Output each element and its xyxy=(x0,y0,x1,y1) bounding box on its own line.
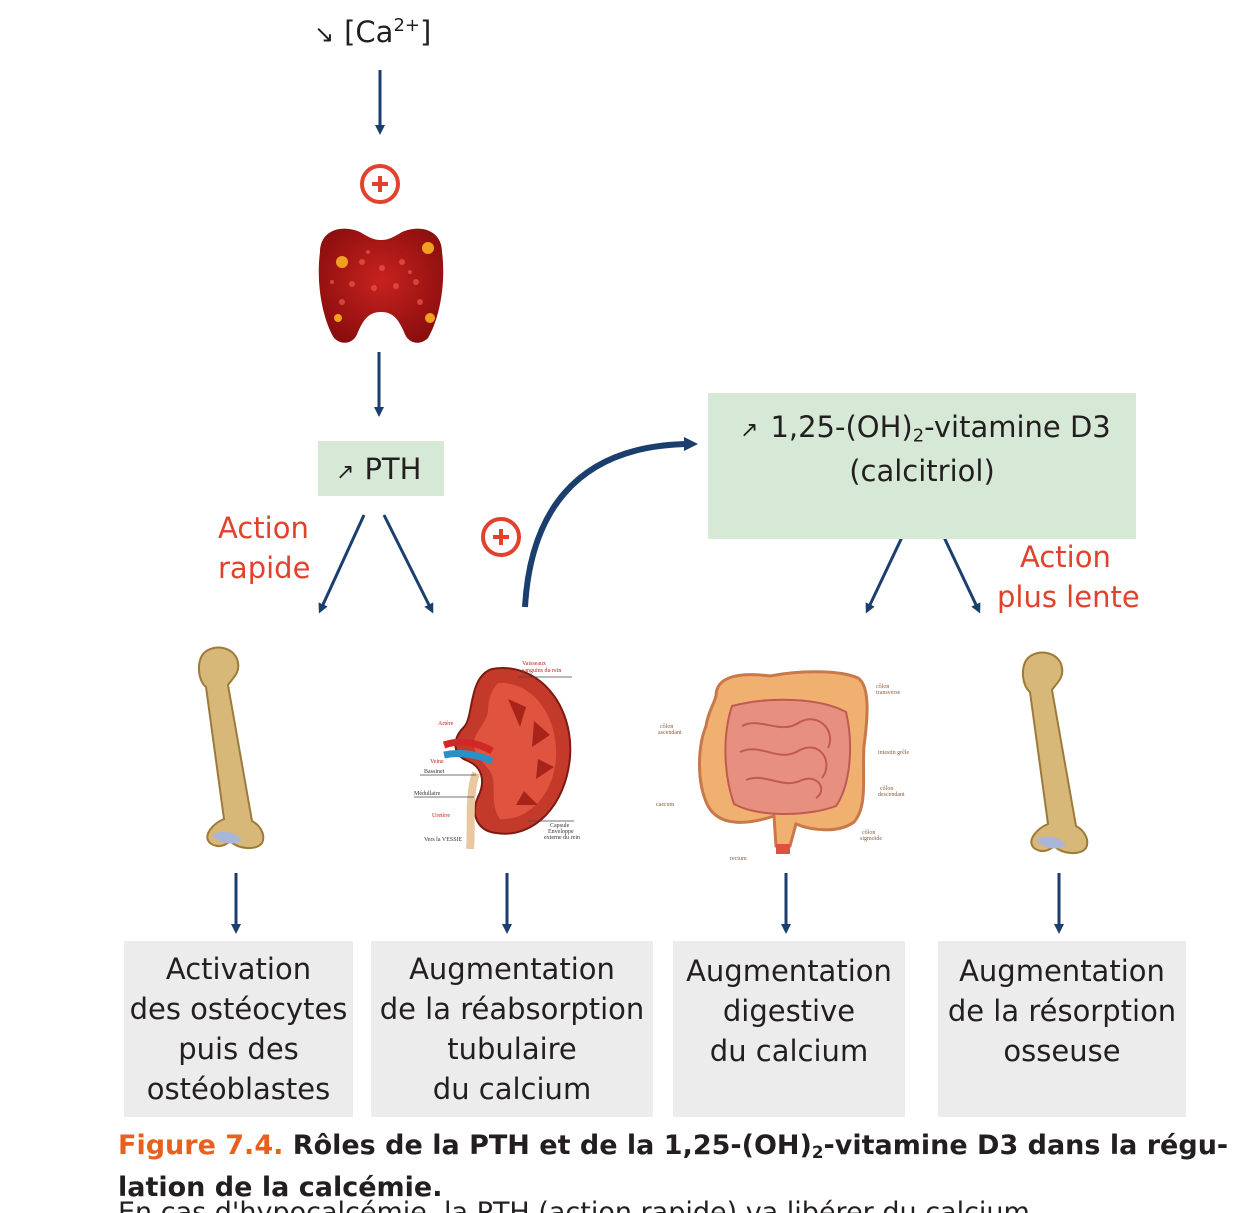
svg-text:transverse: transverse xyxy=(876,690,901,696)
action-rapide-line2: rapide xyxy=(218,551,311,585)
plus-kidney-stimulation-icon xyxy=(481,517,521,557)
svg-text:sigmoïde: sigmoïde xyxy=(860,836,882,842)
figure-caption: Figure 7.4. Rôles de la PTH et de la 1,2… xyxy=(118,1128,1228,1206)
caption-body-cutoff: En cas d'hypocalcémie, la PTH (action ra… xyxy=(118,1198,1208,1213)
svg-text:ascendant: ascendant xyxy=(658,730,682,736)
svg-text:sanguins du rein: sanguins du rein xyxy=(522,668,561,674)
svg-text:Uretère: Uretère xyxy=(432,813,450,819)
svg-text:descendant: descendant xyxy=(878,792,905,798)
svg-text:Vers la VESSIE: Vers la VESSIE xyxy=(424,837,463,843)
plus-stimulation-icon xyxy=(360,164,400,204)
arrow-kidney-to-vitd xyxy=(522,441,691,608)
outcome-digestive-absorption: Augmentation digestive du calcium xyxy=(673,941,905,1117)
svg-text:Veine: Veine xyxy=(430,759,444,765)
svg-text:Enveloppe: Enveloppe xyxy=(548,829,574,835)
svg-text:côlon: côlon xyxy=(876,684,889,690)
calcium-level-label: ↘[Ca2+] xyxy=(314,14,432,49)
femur-bone-image-left xyxy=(198,646,265,849)
svg-text:Vaisseaux: Vaisseaux xyxy=(522,661,546,667)
svg-text:Médullaire: Médullaire xyxy=(414,791,441,797)
increase-arrow-icon: ↗ xyxy=(336,460,355,485)
figure-number: Figure 7.4. xyxy=(118,1130,284,1161)
svg-text:côlon: côlon xyxy=(880,786,893,792)
svg-text:rectum: rectum xyxy=(730,856,747,862)
arrow-pth-to-kidney xyxy=(382,514,434,614)
increase-arrow-icon: ↗ xyxy=(740,418,759,443)
decrease-arrow-icon: ↘ xyxy=(314,19,335,48)
pth-label: PTH xyxy=(364,452,422,486)
outcome-bone-resorption: Augmentation de la résorption osseuse xyxy=(938,941,1186,1117)
arrow-pth-to-bone xyxy=(318,514,366,614)
svg-text:Bassinet: Bassinet xyxy=(424,769,445,775)
vitamin-d3-box: ↗1,25-(OH)2-vitamine D3 (calcitriol) xyxy=(708,393,1136,539)
calcitriol-label: (calcitriol) xyxy=(849,454,995,488)
pth-box: ↗ PTH xyxy=(318,441,444,496)
svg-text:côlon: côlon xyxy=(660,724,673,730)
action-lente-line1: Action xyxy=(1020,540,1111,574)
action-rapide-line1: Action xyxy=(218,511,309,545)
svg-text:Capsule: Capsule xyxy=(550,823,570,829)
svg-text:côlon: côlon xyxy=(862,830,875,836)
outcome-bone-activation: Activation des ostéocytes puis des ostéo… xyxy=(124,941,353,1117)
action-lente-line2: plus lente xyxy=(997,580,1140,614)
femur-bone-image-right xyxy=(1022,651,1089,854)
svg-text:Artère: Artère xyxy=(438,721,454,727)
caption-line2: lation de la calcémie. xyxy=(118,1172,443,1204)
parathyroid-gland-image xyxy=(318,228,444,343)
kidney-image: Vaisseaux sanguins du rein Artère Veine … xyxy=(414,661,580,849)
svg-text:intestin grêle: intestin grêle xyxy=(878,750,909,756)
outcome-tubular-reabsorption: Augmentation de la réabsorption tubulair… xyxy=(371,941,653,1117)
svg-text:caecum: caecum xyxy=(656,802,675,808)
svg-text:externe du rein: externe du rein xyxy=(544,835,580,841)
